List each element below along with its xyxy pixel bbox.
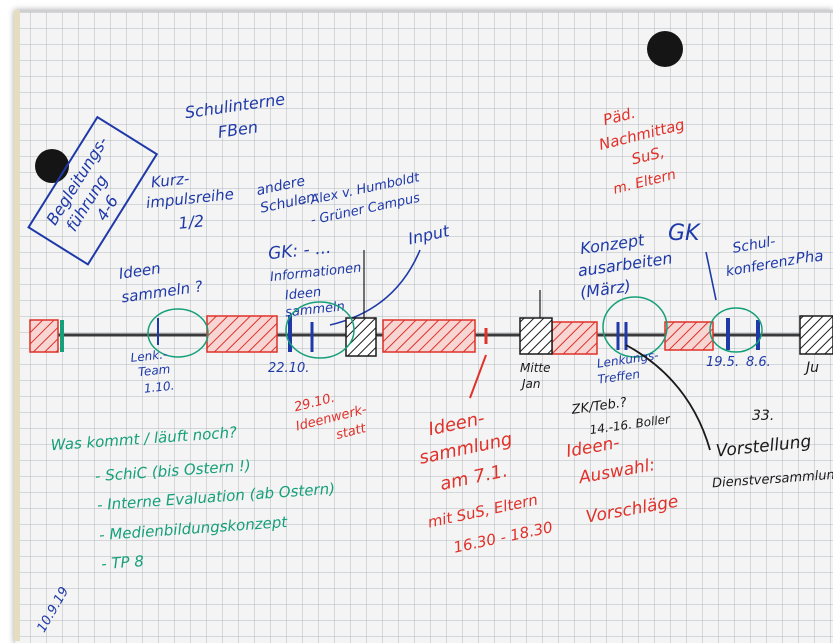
green-list-item: - Medienbildungskonzept xyxy=(99,513,289,544)
statt-label: statt xyxy=(335,421,369,443)
date-110-label: 1.10. xyxy=(143,379,175,396)
ideen-auswahl-note: Ideen- Auswahl: Vorschläge xyxy=(565,425,680,529)
sus-label: SuS, xyxy=(630,143,667,169)
ideen-auswahl-label: Ideen- xyxy=(565,433,621,462)
ideensammlung-arrow xyxy=(470,355,486,398)
date-195-label: 19.5. xyxy=(706,355,739,370)
magnet-right-icon xyxy=(647,31,683,67)
vorstellung-label: Vorstellung xyxy=(715,432,813,462)
input-label: Input xyxy=(406,221,451,248)
gk-divider xyxy=(706,252,716,300)
auswahl-label: Auswahl: xyxy=(577,455,657,488)
green-list: Was kommt / läuft noch? - SchiC (bis Ost… xyxy=(50,417,339,576)
ideenwerkstatt-note: 29.10. Ideenwerk- statt xyxy=(290,384,373,452)
paed-label: Päd. xyxy=(601,104,637,129)
magnet-left-icon xyxy=(35,149,69,183)
green-list-heading: Was kommt / läuft noch? xyxy=(50,423,237,454)
dienstversammlung-label: Dienstversammlung xyxy=(712,467,833,491)
kurz-label: Kurz- xyxy=(150,170,190,192)
phase-label: Pha xyxy=(795,247,824,268)
vorschlaege-label: Vorschläge xyxy=(584,492,679,528)
phase-block-3 xyxy=(552,322,597,354)
timeline-start-block xyxy=(30,320,58,352)
half-label: 1/2 xyxy=(177,211,205,233)
team-label: Team xyxy=(137,362,171,379)
time-label: 16.30 - 18.30 xyxy=(452,518,554,557)
fben-label: FBen xyxy=(217,117,259,141)
ideen-label: Ideen xyxy=(118,259,162,283)
date-71-label: am 7.1. xyxy=(438,460,510,495)
mitte-label: Mitte xyxy=(520,361,550,375)
boller-label: 14.-16. Boller xyxy=(589,412,672,437)
vorstellung-num-label: 33. xyxy=(752,408,774,424)
green-list-item: - TP 8 xyxy=(101,552,145,573)
phase-block-1 xyxy=(207,316,277,352)
informationen-label: Informationen xyxy=(269,261,362,286)
schul-label: Schul- xyxy=(731,234,776,257)
ideensammlung-note: Ideen- sammlung am 7.1. mit SuS, Eltern … xyxy=(407,399,554,561)
holiday-block-3 xyxy=(800,316,833,354)
phase-block-2 xyxy=(383,320,475,352)
jan-label: Jan xyxy=(520,377,541,391)
rotated-box-note: Begleitungs- führung 4-6 xyxy=(29,117,157,264)
eltern-label: m. Eltern xyxy=(612,167,678,198)
date-86-label: 8.6. xyxy=(746,355,771,370)
date-2210-label: 22.10. xyxy=(268,361,309,376)
ideen-2-label: Ideen xyxy=(284,285,322,304)
gk-label: GK xyxy=(668,221,701,246)
gk-info-label: GK: - ... xyxy=(267,238,332,264)
green-list-item: - Interne Evaluation (ab Ostern) xyxy=(96,480,335,515)
sammeln-label: sammeln ? xyxy=(120,277,204,306)
schulkonferenz-circle xyxy=(710,308,762,352)
schulinterne-label: Schulinterne xyxy=(184,89,287,122)
phase-block-4 xyxy=(665,322,713,350)
date-stamp: 10.9.19 xyxy=(34,585,72,635)
green-list-item: - SchiC (bis Ostern !) xyxy=(94,456,251,485)
ju-label: Ju xyxy=(803,360,819,376)
paed-nachmittag-note: Päd. Nachmittag SuS, m. Eltern xyxy=(592,93,698,199)
holiday-block-1 xyxy=(346,318,376,356)
zk-teb-label: ZK/Teb.? xyxy=(570,395,628,418)
holiday-block-2 xyxy=(520,318,552,354)
